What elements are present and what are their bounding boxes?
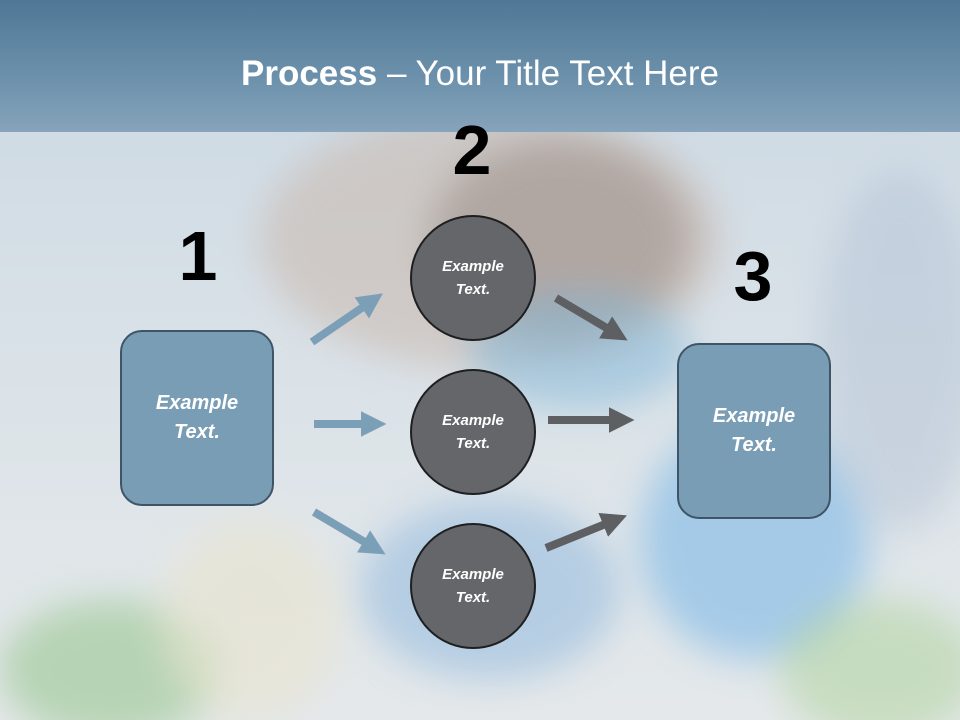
step-1-text: Example Text. xyxy=(155,392,239,443)
circle-middle: Example Text. xyxy=(410,369,536,495)
header-band xyxy=(0,0,960,132)
step-number-2: 2 xyxy=(452,111,492,189)
circle-top: Example Text. xyxy=(410,215,536,341)
title-rest: – Your Title Text Here xyxy=(377,54,719,93)
circle-middle-text: Example Text. xyxy=(442,412,504,452)
arrow-from-circle-bottom xyxy=(544,513,627,552)
step-3-text: Example Text. xyxy=(712,405,796,456)
step-number-3: 3 xyxy=(733,237,773,315)
slide-title: Process – Your Title Text Here xyxy=(0,52,960,96)
arrow-to-circle-top xyxy=(309,293,383,346)
circle-bottom-text: Example Text. xyxy=(442,566,504,606)
arrow-from-circle-top xyxy=(553,294,628,341)
circle-top-text: Example Text. xyxy=(442,258,504,298)
title-bold: Process xyxy=(241,54,378,93)
step-number-1: 1 xyxy=(178,217,218,295)
step-3-box: Example Text. xyxy=(677,343,831,519)
circle-bottom: Example Text. xyxy=(410,523,536,649)
arrow-to-circle-bottom xyxy=(311,508,386,555)
step-1-box: Example Text. xyxy=(120,330,274,506)
